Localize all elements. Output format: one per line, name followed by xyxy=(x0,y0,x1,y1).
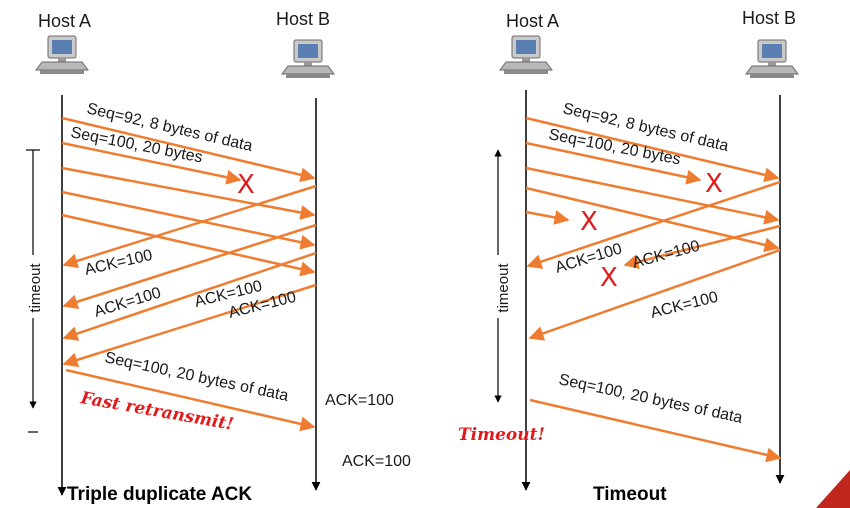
left-loss-mark: X xyxy=(237,170,255,200)
left-seg-seq100 xyxy=(61,141,242,185)
right-seg-seq100 xyxy=(525,141,702,185)
left-ack-1 xyxy=(62,184,317,269)
right-ack-3 xyxy=(528,248,781,341)
right-label-ack-2: ACK=100 xyxy=(631,238,702,272)
left-seg-3 xyxy=(61,166,316,220)
left-diagram: Host A Host B timeout X Seq=92, 8 bytes … xyxy=(26,9,411,505)
left-host-b-label: Host B xyxy=(276,9,330,29)
right-seg-5 xyxy=(525,210,570,225)
right-note-timeout: Timeout! xyxy=(458,425,545,445)
desktop-computer-icon xyxy=(281,39,335,79)
right-ack-2 xyxy=(623,224,781,269)
right-timeout-label: timeout xyxy=(495,263,512,313)
desktop-computer-icon xyxy=(499,35,553,75)
left-ack-3 xyxy=(62,251,317,341)
right-ack-1 xyxy=(526,180,781,269)
left-label-ack-1: ACK=100 xyxy=(83,247,154,279)
left-label-ack-after-2: ACK=100 xyxy=(342,453,411,470)
left-timeout-bracket: timeout xyxy=(26,149,44,433)
desktop-computer-icon xyxy=(35,35,89,75)
left-label-ack-after-1: ACK=100 xyxy=(325,392,394,409)
left-timeout-label: timeout xyxy=(27,263,44,313)
right-diagram: Host A Host B timeout X X X Seq=92, 8 by… xyxy=(458,8,799,505)
left-ack-4 xyxy=(62,283,317,368)
right-retransmission xyxy=(529,398,782,463)
right-caption: Timeout xyxy=(593,484,667,505)
right-seg-3 xyxy=(525,166,780,225)
desktop-computer-icon xyxy=(745,39,799,79)
left-seg-seq92 xyxy=(61,116,316,183)
right-seg-seq92 xyxy=(525,116,780,183)
right-host-b-label: Host B xyxy=(742,8,796,28)
right-timeout-bracket: timeout xyxy=(494,149,512,403)
right-loss-mark-1: X xyxy=(705,169,723,199)
left-note-fast-retransmit: Fast retransmit! xyxy=(78,388,235,435)
slide-corner-decoration xyxy=(816,470,850,508)
left-caption: Triple duplicate ACK xyxy=(67,484,252,505)
left-ack-2 xyxy=(62,223,317,310)
right-loss-mark-2: X xyxy=(580,207,598,237)
left-seg-4 xyxy=(61,190,316,250)
left-host-a-label: Host A xyxy=(38,11,91,31)
right-loss-mark-3: X xyxy=(600,263,618,293)
left-seg-5 xyxy=(61,213,316,277)
left-retransmission xyxy=(65,368,316,432)
right-host-a-label: Host A xyxy=(506,11,559,31)
right-label-retransmission: Seq=100, 20 bytes of data xyxy=(557,371,744,427)
